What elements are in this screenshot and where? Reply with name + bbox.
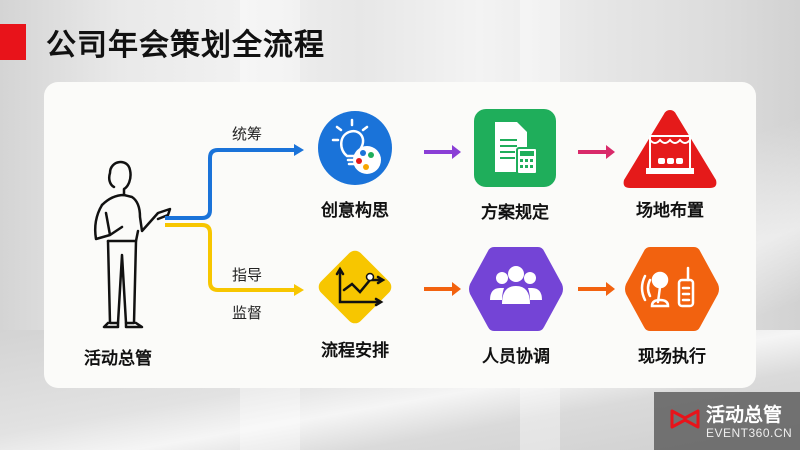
page-title: 公司年会策划全流程 — [46, 28, 325, 63]
brand-logo[interactable]: 活动总管 EVENT360.CN — [654, 392, 800, 450]
document-calculator-icon — [474, 109, 556, 187]
brand-name: 活动总管 — [706, 404, 783, 426]
title-accent-bar — [0, 24, 26, 60]
branch-connectors — [165, 144, 304, 296]
node-schedule[interactable]: 流程安排 — [308, 240, 402, 361]
node-creative[interactable]: 创意构思 — [310, 110, 400, 221]
branch-label-supervise: 监督 — [232, 304, 263, 322]
stage-icon — [623, 110, 717, 188]
person-label: 活动总管 — [84, 349, 152, 369]
node-label: 方案规定 — [481, 203, 549, 223]
node-label: 现场执行 — [638, 347, 706, 367]
branch-label-guide: 指导 — [232, 266, 263, 284]
people-group-icon — [469, 247, 563, 331]
arrow-right — [578, 145, 615, 159]
node-onsite[interactable]: 现场执行 — [622, 244, 722, 367]
branch-label-top: 统筹 — [232, 125, 263, 143]
arrow-right — [424, 282, 461, 296]
node-label: 流程安排 — [321, 341, 389, 361]
node-venue[interactable]: 场地布置 — [620, 106, 720, 221]
flow-panel — [44, 82, 756, 388]
lightbulb-palette-icon — [318, 111, 392, 185]
person-presenting-icon — [94, 160, 172, 329]
node-plan[interactable]: 方案规定 — [470, 108, 560, 223]
bowtie-logo-icon — [670, 409, 700, 429]
node-label: 创意构思 — [321, 201, 389, 221]
node-label: 场地布置 — [636, 201, 704, 221]
chart-trend-icon — [318, 250, 392, 324]
node-staff[interactable]: 人员协调 — [466, 244, 566, 367]
arrow-right — [424, 145, 461, 159]
microphone-walkie-talkie-icon — [625, 247, 719, 331]
node-label: 人员协调 — [482, 347, 550, 367]
brand-url: EVENT360.CN — [706, 426, 793, 440]
arrow-right — [578, 282, 615, 296]
